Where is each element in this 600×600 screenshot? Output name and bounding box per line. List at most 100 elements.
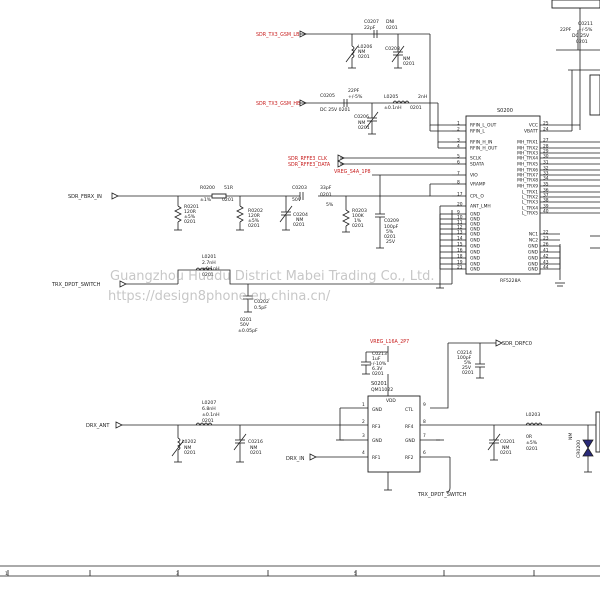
port-arrow (309, 453, 317, 461)
net-label-trx-dpdt-switch[interactable]: TRX_DPDT_SWITCH (51, 282, 101, 288)
ic-pin-label: RFIN_L (470, 129, 485, 135)
ic-pin-label: MH_TRX6 (517, 168, 538, 174)
svg-text:0201: 0201 (462, 370, 474, 376)
svg-text:0201: 0201 (320, 192, 332, 198)
svg-text:22PF: 22PF (560, 27, 572, 33)
ic-pin-label: GND (470, 267, 481, 273)
ic-pin-label: MH_TRX2 (517, 146, 538, 152)
resistor-r0202: R0202 120R ±5% 0201 (236, 196, 263, 231)
svg-text:C0216: C0216 (248, 439, 263, 445)
net-label-sdr-fbrx-in[interactable]: SDR_FBRX_IN (68, 194, 102, 200)
net-label-trx-dpdt-switch-2[interactable]: TRX_DPDT_SWITCH (417, 492, 467, 498)
net-label-sdr-drfc[interactable]: SDR_DRFC0 (502, 341, 532, 347)
ic-pin-label: MH_TRX8 (517, 178, 538, 184)
svg-text:NM: NM (568, 433, 574, 440)
net-label-drx-ant[interactable]: DRX_ANT (86, 423, 110, 429)
ic-pin-number: 43 (543, 259, 549, 265)
ic-pin-label: MH_TRX3 (517, 151, 538, 157)
svg-text:NM: NM (403, 56, 410, 62)
ic-u0200[interactable]: S0200 RF5228A RFIN_L_OUT1RFIN_L2RFIN_H_I… (439, 108, 600, 284)
svg-text:6.8nH: 6.8nH (202, 406, 216, 412)
svg-text:RF3: RF3 (372, 424, 381, 430)
net-label-drx-in[interactable]: DRX_IN (286, 456, 305, 462)
svg-text:RF4: RF4 (405, 424, 414, 430)
ic-pin-label: GND (470, 217, 481, 223)
net-label-sdr-rffe3-data[interactable]: SDR_RFFE3_DATA (288, 162, 331, 168)
svg-text:DC 25V 0201: DC 25V 0201 (320, 107, 350, 113)
capacitor-c0207: C0207 DNI 22pF 0201 (364, 19, 398, 38)
ic-pin-label: RFIN_H_OUT (470, 146, 498, 152)
drawing-frame: 1 3 5 (0, 565, 600, 577)
ic-pin-number: 8 (457, 179, 460, 185)
ic-pin-label: GND (528, 256, 539, 262)
ic-pin-number: 9 (457, 209, 460, 215)
capacitor-c0201: C0201 NM 0201 (487, 425, 515, 461)
resistor-r0203: R0203 100K 1% 0201 (342, 196, 367, 233)
ic-pin-number: 36 (543, 187, 549, 193)
ic-pin-label: ANT_LMH (470, 204, 491, 210)
svg-text:0201: 0201 (293, 222, 305, 228)
svg-text:1: 1 (362, 402, 365, 408)
ic-pin-label: MH_TRX7 (517, 173, 538, 179)
ic-pin-label: CPL_O (470, 194, 484, 200)
svg-text:C0206: C0206 (354, 114, 369, 120)
ic-pin-number: 37 (543, 192, 549, 198)
svg-text:22pF: 22pF (364, 25, 376, 31)
svg-text:100K: 100K (352, 213, 365, 219)
ic-pin-label: SCLK (470, 156, 481, 162)
net-label-vreg-s4a[interactable]: VREG_S4A_1P8 (334, 169, 371, 175)
svg-text:±0.05pF: ±0.05pF (238, 328, 258, 334)
svg-text:C0203: C0203 (292, 185, 307, 191)
ic-pin-number: 3 (457, 137, 460, 143)
svg-text:C0213: C0213 (372, 351, 387, 357)
svg-text:1uF: 1uF (372, 356, 381, 362)
svg-text:R0203: R0203 (352, 208, 367, 214)
ic-pin-label: VRAMP (470, 182, 486, 188)
port-arrow (119, 280, 127, 288)
ic-pin-number: 5 (457, 153, 460, 159)
svg-text:100pF: 100pF (457, 355, 472, 361)
esd-diode-cr0200: CR0200 NM (568, 425, 594, 473)
ic-pin-number: 15 (457, 241, 463, 247)
ic-pin-number: 26 (543, 241, 549, 247)
net-label-sdr-tx3-gsm-hb[interactable]: SDR_TX3_GSM_HB (256, 101, 300, 107)
ic-pin-number: 28 (543, 143, 549, 149)
wire (177, 269, 248, 285)
net-label-sdr-rffe3-clk[interactable]: SDR_RFFE3_CLK (288, 156, 328, 162)
ic-pin-number: 18 (457, 253, 463, 259)
ic-u0201[interactable]: S0201 QM11022 VDD GND RF3 GND RF1 CTL RF… (362, 381, 426, 473)
svg-text:0201: 0201 (222, 197, 234, 203)
svg-text:RF5228A: RF5228A (500, 278, 522, 284)
svg-text:S0201: S0201 (371, 381, 387, 387)
svg-text:50V: 50V (240, 322, 250, 328)
capacitor-c0213: C0213 1uF +/-10% 6.3V 0201 (361, 351, 388, 377)
svg-text:C0211: C0211 (578, 21, 593, 27)
svg-text:0201: 0201 (403, 61, 415, 67)
svg-text:6.3V: 6.3V (372, 366, 383, 372)
ic-pin-number: 1 (457, 120, 460, 126)
ic-pin-number: 29 (543, 148, 549, 154)
net-label-vreg-l16a[interactable]: VREG_L16A_2P7 (370, 339, 409, 345)
ic-pin-label: L_TRX1 (522, 190, 538, 196)
svg-text:0201: 0201 (248, 223, 260, 229)
ic-pin-number: 7 (457, 170, 460, 176)
ic-pin-number: 41 (543, 247, 549, 253)
ic-pin-number: 21 (457, 264, 463, 270)
ic-pin-number: 31 (543, 159, 549, 165)
capacitor-c0203: C0203 33pF 50V 5% 0201 (292, 185, 334, 208)
inductor-l0207: L0207 6.8nH ±0.1nH 0201 (195, 400, 220, 426)
svg-text:0201: 0201 (358, 54, 370, 60)
svg-text:C0209: C0209 (384, 218, 399, 224)
capacitor-c0214: C0214 100pF 5% 25V 0201 (457, 343, 485, 379)
svg-text:C0202: C0202 (254, 299, 269, 305)
svg-text:DC 25V: DC 25V (572, 33, 590, 39)
net-label-sdr-tx3-gsm-lb[interactable]: SDR_TX3_GSM_LB (256, 32, 299, 38)
ic-pin-number: 34 (543, 175, 549, 181)
ic-pin-number: 32 (543, 165, 549, 171)
svg-text:CTL: CTL (405, 407, 414, 413)
wire (429, 34, 452, 126)
svg-text:NM: NM (296, 217, 303, 223)
ic-pin-label: SDATA (470, 162, 484, 168)
resistor-r0201: R0201 120R ±5% 0201 (174, 196, 199, 231)
